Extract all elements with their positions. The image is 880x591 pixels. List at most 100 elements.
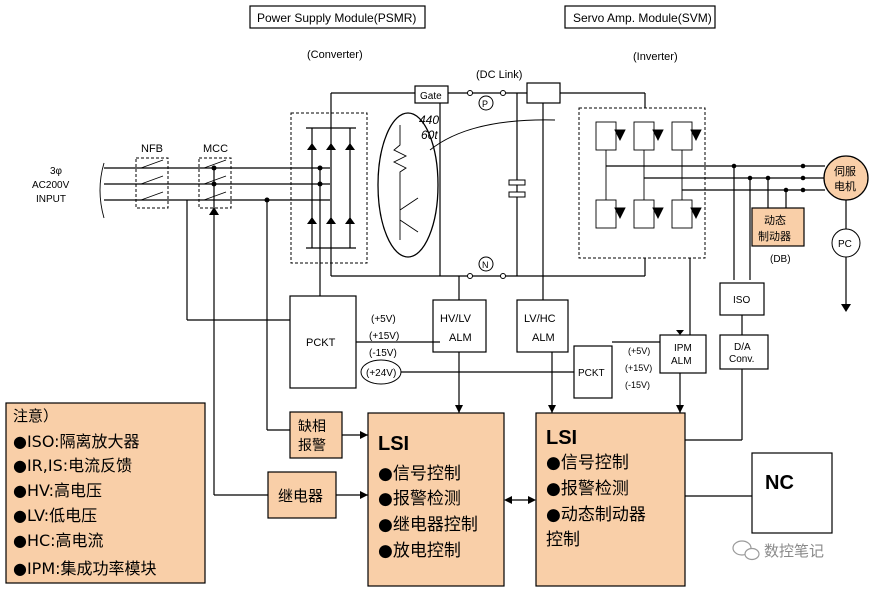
voltage-label: (+15V) bbox=[369, 331, 399, 342]
svm-pckt-label: PCKT bbox=[578, 368, 605, 379]
signal-arrowheads bbox=[360, 405, 684, 499]
bus-terminal bbox=[467, 273, 473, 279]
p-terminal-label: P bbox=[482, 99, 488, 109]
notes-item: ●HV:高电压 bbox=[13, 481, 102, 500]
dc-link-sensor bbox=[526, 82, 561, 104]
hv-lv-alarm-box bbox=[432, 299, 487, 353]
notes-item: ●IR,IS:电流反馈 bbox=[13, 456, 132, 475]
voltage-label: (-15V) bbox=[369, 348, 397, 359]
dc-link-label: (DC Link) bbox=[476, 69, 522, 81]
notes-item: ●ISO:隔离放大器 bbox=[13, 432, 140, 451]
watermark: 数控笔记 bbox=[764, 542, 824, 560]
svm-title: Servo Amp. Module(SVM) bbox=[573, 11, 712, 25]
lsi-svm-item: ●信号控制 bbox=[546, 453, 629, 473]
lv-hc-alarm-label: LV/HC bbox=[524, 313, 556, 325]
lsi-psmr-box bbox=[367, 412, 505, 587]
gate-label: Gate bbox=[420, 91, 442, 102]
converter-bridge-box bbox=[290, 112, 368, 264]
inverter-label: (Inverter) bbox=[633, 51, 678, 63]
lsi-psmr-item: ●继电器控制 bbox=[378, 515, 478, 535]
nfb-contacts bbox=[140, 159, 164, 201]
regeneration-circuit bbox=[377, 112, 556, 258]
handwritten-note: 440 bbox=[419, 113, 439, 127]
nc-box bbox=[751, 452, 833, 534]
psmr-title-box bbox=[249, 5, 426, 29]
wechat-logo-icon bbox=[732, 540, 760, 561]
voltage-label: (+24V) bbox=[366, 368, 396, 379]
servo-motor bbox=[823, 155, 869, 201]
lv-hc-alarm-box bbox=[516, 299, 569, 353]
handwritten-note: 60t bbox=[421, 128, 438, 142]
input-label: INPUT bbox=[36, 194, 66, 205]
nfb-label: NFB bbox=[141, 143, 163, 155]
hv-lv-alarm-label: ALM bbox=[449, 332, 472, 344]
lv-hc-alarm-label: ALM bbox=[532, 332, 555, 344]
bus-terminal bbox=[500, 273, 506, 279]
notes-box bbox=[5, 402, 206, 584]
lsi-svm-item: ●动态制动器 bbox=[546, 505, 646, 525]
lsi-psmr-item: ●报警检测 bbox=[378, 489, 461, 509]
phase-loss-alarm-label: 报警 bbox=[298, 438, 326, 454]
notes-item: ●HC:高电流 bbox=[13, 531, 104, 550]
mcc-label: MCC bbox=[203, 143, 228, 155]
servo-motor-label: 伺服 bbox=[834, 165, 856, 178]
ipm-alarm-box bbox=[659, 334, 707, 374]
iso-box bbox=[719, 282, 765, 316]
lsi-psmr-item: ●放电控制 bbox=[378, 541, 461, 561]
lsi-svm-item: 控制 bbox=[546, 530, 580, 550]
voltage-label: (+5V) bbox=[628, 346, 650, 356]
nfb-breaker bbox=[135, 157, 169, 209]
lsi-svm-item: ●报警检测 bbox=[546, 479, 629, 499]
voltage-label: (+5V) bbox=[371, 314, 396, 325]
bidirectional-arrow bbox=[504, 496, 536, 504]
lsi-svm-title: LSI bbox=[546, 427, 577, 449]
notes-item: ●LV:低电压 bbox=[13, 506, 97, 525]
gate-box bbox=[414, 85, 449, 104]
motor-output-lines bbox=[606, 165, 825, 280]
da-label: Conv. bbox=[729, 354, 754, 365]
lsi-psmr-title: LSI bbox=[378, 433, 409, 455]
notes-item: ●IPM:集成功率模块 bbox=[13, 559, 157, 578]
notes-title: 注意） bbox=[13, 407, 58, 425]
psmr-title: Power Supply Module(PSMR) bbox=[257, 11, 416, 25]
lsi-psmr-item: ●信号控制 bbox=[378, 464, 461, 484]
pulse-coder-label: PC bbox=[838, 239, 852, 250]
mcc-contactor bbox=[198, 157, 232, 209]
ipm-alarm-label: ALM bbox=[671, 356, 692, 367]
inverter-box bbox=[578, 107, 706, 259]
relay-label: 继电器 bbox=[278, 487, 323, 505]
igbt-bridge bbox=[595, 121, 702, 229]
p-terminal bbox=[478, 95, 494, 111]
n-terminal bbox=[478, 256, 494, 272]
svm-power-supply-box bbox=[573, 345, 613, 399]
bus-terminal bbox=[500, 90, 506, 96]
dynamic-brake-label: 动态 bbox=[764, 214, 786, 227]
da-label: D/A bbox=[734, 342, 751, 353]
servo-motor-label: 电机 bbox=[834, 179, 856, 193]
input-phase: 3φ bbox=[50, 166, 63, 177]
ipm-alarm-label: IPM bbox=[674, 343, 692, 354]
psmr-pckt-label: PCKT bbox=[306, 337, 336, 349]
da-converter-box bbox=[719, 334, 769, 370]
phase-loss-alarm-box bbox=[289, 411, 343, 459]
converter-label: (Converter) bbox=[307, 49, 363, 61]
hv-lv-alarm-label: HV/LV bbox=[440, 313, 472, 325]
phase-loss-alarm-label: 缺相 bbox=[298, 419, 326, 435]
n-terminal-label: N bbox=[482, 260, 489, 270]
nc-label: NC bbox=[765, 472, 794, 494]
dynamic-brake-box bbox=[751, 207, 805, 247]
dynamic-brake-label: 制动器 bbox=[758, 230, 791, 243]
bus-terminal bbox=[467, 90, 473, 96]
db-label: (DB) bbox=[770, 254, 791, 265]
diode-bridge bbox=[306, 127, 356, 249]
relay-box bbox=[267, 471, 337, 519]
iso-label: ISO bbox=[733, 295, 750, 306]
output-junctions bbox=[731, 163, 806, 193]
voltage-label: (-15V) bbox=[625, 380, 650, 390]
dc-link-capacitor bbox=[508, 179, 526, 198]
voltage-label: (+15V) bbox=[625, 363, 652, 373]
input-voltage: AC200V bbox=[32, 180, 70, 191]
lsi-svm-box bbox=[535, 412, 686, 587]
